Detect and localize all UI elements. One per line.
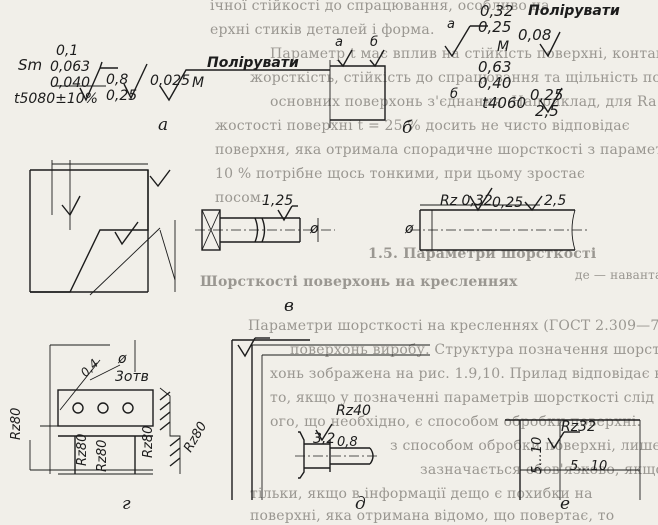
surface-label: а — [335, 35, 343, 50]
bg-line: з способом обробки поверхні, лише при — [390, 438, 658, 454]
bg-heading: де — навантаження... — [575, 268, 658, 282]
caption-a: а — [158, 115, 169, 135]
ra-value: 0,8 — [106, 72, 129, 88]
ra-value: 0,25 — [106, 88, 138, 104]
bg-line: Параметр t має вплив на стійкість поверх… — [270, 46, 658, 62]
dim-vertical: 5...10 — [530, 436, 545, 474]
roughness-value: 1,25 — [262, 193, 294, 209]
rz-label: Rz80 — [9, 407, 24, 440]
bg-line: ерхні стиків деталей і форма. — [210, 22, 435, 38]
roughness-value: 0,08 — [518, 26, 552, 44]
pin-roughness: 3,2 — [313, 431, 336, 447]
fig-a-roughness-sign — [54, 61, 330, 102]
bg-line: Параметри шорсткості на кресленнях (ГОСТ… — [248, 318, 658, 334]
process-text: Полірувати — [207, 55, 299, 71]
bg-line: ічної стійкості до спрацювання, особливо… — [210, 0, 550, 14]
roughness-value: 0,40 — [478, 74, 512, 92]
rz-value: 0,025 — [150, 73, 191, 89]
caption-b: б — [402, 118, 413, 138]
roughness-value: 0,63 — [478, 58, 512, 76]
caption-g: г — [122, 494, 131, 514]
bg-line: поверхні, яка отримана відомо, що поверт… — [250, 508, 615, 524]
bg-line: тільки, якщо в інформації дещо є похибки… — [250, 486, 593, 502]
surface-label: б — [370, 35, 379, 50]
diameter-symbol: ø — [405, 221, 414, 237]
caption-d: д — [355, 494, 366, 514]
rz-label: Rz80 — [141, 425, 156, 458]
bg-line: то, якщо у позначенні параметрів шорстко… — [270, 390, 655, 406]
surface-label: б — [450, 87, 459, 102]
t-parameter: t4060 — [482, 94, 527, 112]
holes-note: 3отв — [115, 369, 149, 385]
fig-v-shaft — [195, 205, 335, 251]
rz-label: Rz80 — [95, 439, 110, 472]
bg-heading: Шорсткості поверхонь на кресленнях — [200, 274, 518, 290]
roughness-value: 2,5 — [535, 102, 559, 120]
sm-value: 0,040 — [50, 75, 91, 91]
dim-horizontal: 5...10 — [570, 459, 608, 474]
fig-b-part — [329, 25, 563, 128]
bg-line: поверхня, яка отримала спорадичне шорстк… — [215, 142, 658, 158]
roughness-value: 0,25 — [478, 18, 512, 36]
bg-line: посом. — [215, 190, 266, 206]
bg-line: жостості поверхні t = 25 % досить не чис… — [215, 118, 630, 134]
sm-value: 0,1 — [56, 43, 79, 59]
bg-line: ого, що необхідно, є способом обробки по… — [270, 414, 642, 430]
process-text: Полірувати — [528, 3, 620, 19]
bg-line: 10 % потрібне щось тонкими, при цьому зр… — [215, 166, 586, 182]
caption-e: е — [560, 494, 571, 514]
surface-label: а — [447, 17, 455, 32]
bg-line: жорсткість, стійкість до спрацювання та … — [250, 70, 658, 86]
rz-value: 2,5 — [544, 193, 567, 209]
rz-label: Rz 0,32 — [440, 193, 493, 209]
direction-symbol: M — [192, 75, 205, 91]
sm-value: 0,063 — [50, 59, 91, 75]
fig-v-bracket — [29, 160, 176, 296]
rz-label: Rz32 — [561, 419, 596, 435]
sm-label: Sm — [18, 56, 43, 74]
t-parameter: t5080±10% — [14, 91, 98, 107]
rz-value: 0,25 — [492, 195, 524, 211]
bg-line: поверхонь виробу. Структура позначення ш… — [290, 342, 658, 358]
fig-e-corner — [505, 419, 641, 500]
fig-g-part — [29, 337, 310, 500]
rz-general: Rz40 — [336, 403, 371, 419]
fig-v-right-shaft — [410, 187, 590, 251]
roughness-value: 0,25 — [530, 86, 564, 104]
rz-label: Rz80 — [75, 433, 90, 466]
diameter-symbol: ø — [118, 351, 127, 367]
bg-line: хонь зображена на рис. 1.9,10. Прилад ві… — [270, 366, 658, 382]
direction-symbol: M — [497, 39, 510, 55]
roughness-value: 0,32 — [480, 2, 514, 20]
fig-d-pin — [251, 344, 430, 500]
diameter-symbol: ø — [310, 221, 319, 237]
bg-line: основних поверхонь з'єднання. Наприклад,… — [270, 94, 658, 110]
pin-roughness: 0,8 — [337, 435, 358, 450]
caption-v: в — [284, 296, 294, 316]
